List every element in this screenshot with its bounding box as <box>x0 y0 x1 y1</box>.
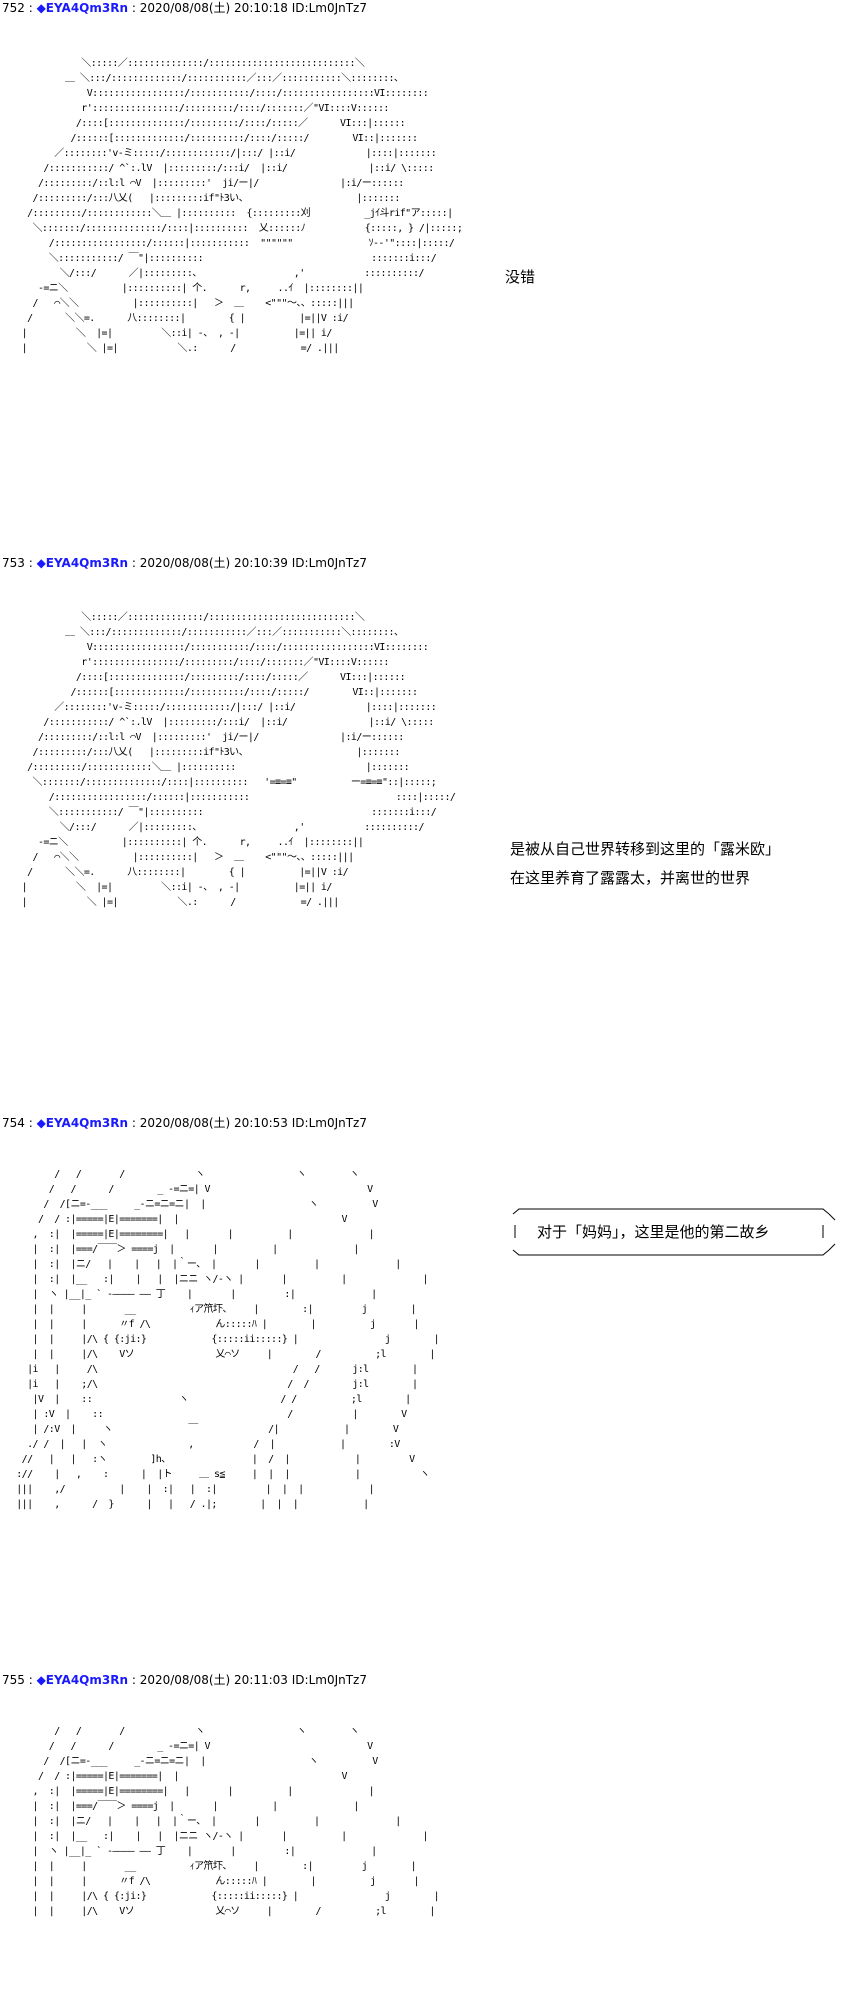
post-header: 753 : ◆EYA4Qm3Rn : 2020/08/08(土) 20:10:3… <box>2 555 367 571</box>
speech-bubble: 对于「妈妈」，这里是他的第二故乡 <box>505 1208 837 1256</box>
post-number: 753 <box>2 556 25 570</box>
post-separator: : <box>24 1116 37 1130</box>
post-header: 754 : ◆EYA4Qm3Rn : 2020/08/08(土) 20:10:5… <box>2 1115 367 1131</box>
ascii-art: / / / ヽ ヽ ヽ / / / _ -=ニ=| V V / /[ニ=-___… <box>16 1169 440 1510</box>
post-date-id: : 2020/08/08(土) 20:10:18 ID:Lm0JnTz7 <box>128 1 367 15</box>
post-number: 752 <box>2 1 25 15</box>
post-header: 755 : ◆EYA4Qm3Rn : 2020/08/08(土) 20:11:0… <box>2 1672 367 1688</box>
dialogue-line: 在这里养育了露露太，并离世的世界 <box>510 869 751 887</box>
ascii-art: / / / ヽ ヽ ヽ / / / _ -=ニ=| V V / /[ニ=-___… <box>32 1726 440 1917</box>
post-number: 754 <box>2 1116 25 1130</box>
post-separator: : <box>24 1 37 15</box>
poster-name[interactable]: ◆EYA4Qm3Rn <box>36 556 129 570</box>
post-separator: : <box>24 556 37 570</box>
speech-bubble-frame <box>512 1208 836 1256</box>
dialogue-line: 对于「妈妈」，这里是他的第二故乡 <box>537 1223 770 1241</box>
dialogue-line: 是被从自己世界转移到这里的「露米欧」 <box>510 840 781 858</box>
post-date-id: : 2020/08/08(土) 20:11:03 ID:Lm0JnTz7 <box>128 1673 367 1687</box>
post-date-id: : 2020/08/08(土) 20:10:53 ID:Lm0JnTz7 <box>128 1116 367 1130</box>
dialogue-line: 没错 <box>505 268 536 286</box>
poster-name[interactable]: ◆EYA4Qm3Rn <box>36 1116 129 1130</box>
post-separator: : <box>24 1673 37 1687</box>
post-date-id: : 2020/08/08(土) 20:10:39 ID:Lm0JnTz7 <box>128 556 367 570</box>
ascii-art: ＼:::::／::::::::::::::/::::::::::::::::::… <box>21 58 463 354</box>
post-header: 752 : ◆EYA4Qm3Rn : 2020/08/08(土) 20:10:1… <box>2 0 367 16</box>
post-number: 755 <box>2 1673 25 1687</box>
poster-name[interactable]: ◆EYA4Qm3Rn <box>36 1673 129 1687</box>
poster-name[interactable]: ◆EYA4Qm3Rn <box>36 1 129 15</box>
ascii-art: ＼:::::／::::::::::::::/::::::::::::::::::… <box>21 612 456 908</box>
